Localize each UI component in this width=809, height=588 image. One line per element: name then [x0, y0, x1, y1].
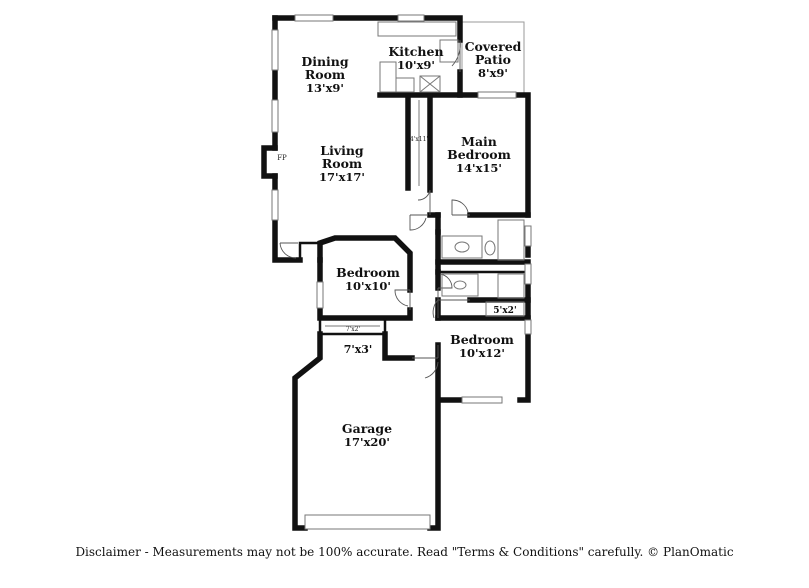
kitchen-counter-left: [379, 61, 397, 93]
patio-label-line2: Patio: [475, 52, 511, 67]
door-garage: [412, 345, 439, 379]
bedroom2-dimensions: 10'x10': [345, 279, 391, 293]
bedroom3-dimensions: 10'x12': [459, 346, 505, 360]
garage-dimensions: 17'x20': [344, 435, 390, 449]
garage-label: Garage: [342, 421, 392, 436]
bath1-tub: [497, 219, 525, 261]
kitchen-fridge: [439, 39, 459, 63]
closet-small-dims: 5'x2': [493, 306, 516, 316]
patio-dimensions: 8'x9': [478, 66, 508, 80]
closet-main-dims: 4'x11': [410, 136, 428, 143]
main-bedroom-label-line2: Bedroom: [447, 147, 511, 162]
window-bedroom2-left: [316, 281, 324, 309]
door-patio: [451, 39, 461, 72]
window-dining-top: [294, 14, 334, 22]
door-closet-main: [417, 189, 431, 215]
dining-room-label-line1: Dining: [301, 54, 349, 69]
living-room-dimensions: 17'x17': [319, 170, 365, 184]
bedroom3-label: Bedroom: [450, 332, 514, 347]
door-bedroom3: [432, 298, 470, 319]
living-room-label-line2: Room: [322, 156, 362, 171]
bath1-vanity: [441, 235, 483, 259]
windows: [271, 14, 532, 530]
door-hall: [409, 214, 428, 231]
patio-label-line1: Covered: [465, 39, 522, 54]
room-labels: Dining Room 13'x9' Kitchen 10'x9' Covere…: [277, 39, 521, 449]
kitchen-label: Kitchen: [388, 44, 443, 59]
window-bath2-right: [524, 263, 532, 285]
door-front: [279, 242, 298, 259]
fireplace-label: FP: [277, 154, 287, 162]
main-bedroom-dimensions: 14'x15': [456, 161, 502, 175]
living-room-label-line1: Living: [320, 143, 364, 158]
kitchen-counter-top: [377, 21, 457, 37]
window-living-left-lower: [271, 189, 279, 221]
kitchen-range: [395, 77, 415, 93]
window-bedroom3-bottom: [461, 396, 503, 404]
window-dining-left: [271, 29, 279, 71]
window-bedroom3-right: [524, 319, 532, 335]
bath2-vanity: [441, 273, 479, 297]
kitchen-pantry: [419, 75, 441, 93]
fixtures: [325, 21, 525, 327]
dining-room-label-line2: Room: [305, 67, 345, 82]
window-bath1-right: [524, 225, 532, 247]
window-kitchen-top: [397, 14, 425, 22]
bedroom2-label: Bedroom: [336, 265, 400, 280]
window-living-left-upper: [271, 99, 279, 133]
door-main-bedroom: [451, 199, 470, 216]
garage-door: [304, 514, 431, 530]
kitchen-dimensions: 10'x9': [397, 58, 435, 72]
closet-5x2: [485, 301, 525, 317]
laundry-dims: 7'x3': [344, 343, 373, 356]
bath1-toilet: [484, 240, 496, 256]
closet-hall-dims: 7'x2': [346, 326, 361, 333]
door-bedroom2: [394, 289, 411, 310]
main-bedroom-label-line1: Main: [461, 134, 497, 149]
disclaimer-text: Disclaimer - Measurements may not be 100…: [75, 545, 734, 559]
dining-room-dimensions: 13'x9': [306, 81, 344, 95]
walls: [261, 15, 531, 531]
bath2-tub: [497, 273, 525, 299]
window-main-bedroom-top: [477, 91, 517, 99]
